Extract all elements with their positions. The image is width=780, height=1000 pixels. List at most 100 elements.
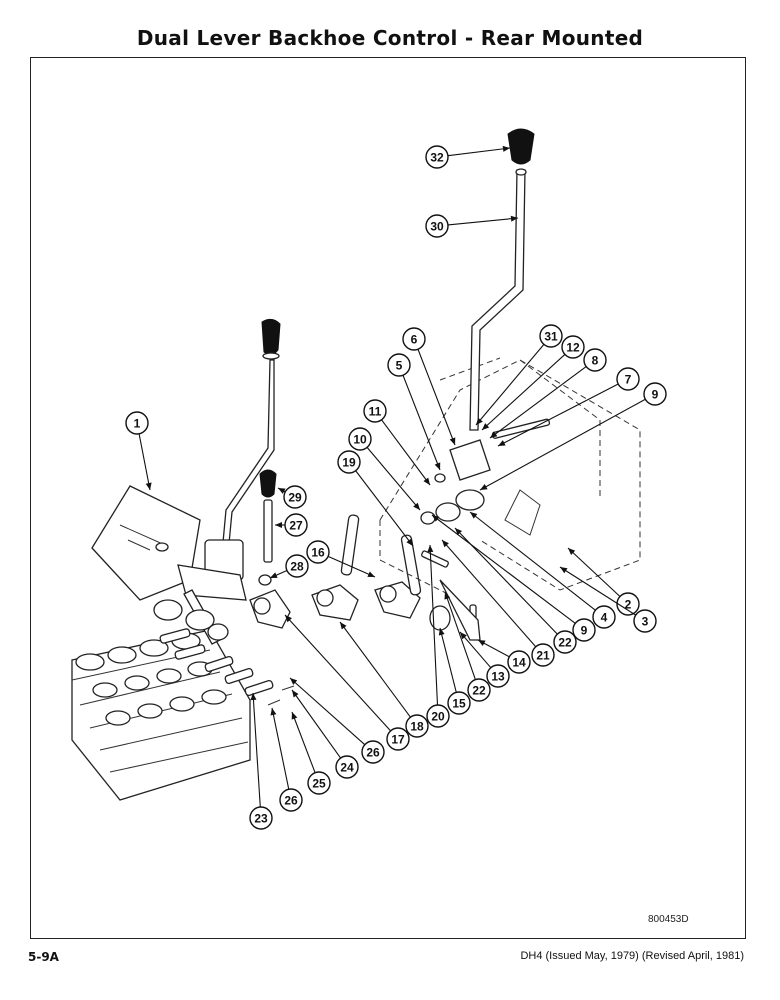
callout-26: 26 (279, 788, 303, 812)
callout-arrowhead (502, 145, 510, 152)
callout-arrowhead (427, 545, 434, 553)
callout-29: 29 (283, 485, 307, 509)
callout-circle (467, 678, 491, 702)
callout-leader (459, 631, 492, 669)
callout-arrowhead (270, 708, 277, 716)
callout-leader (447, 147, 511, 157)
callout-leader (441, 539, 537, 648)
callout-leader (444, 591, 476, 680)
callout-label: 8 (592, 354, 599, 368)
callout-11: 11 (363, 399, 387, 423)
small-links (204, 655, 295, 706)
callout-circle (285, 554, 309, 578)
callout-label: 10 (353, 433, 367, 447)
callout-17: 17 (386, 727, 410, 751)
callout-30: 30 (425, 214, 449, 238)
callout-circle (553, 630, 577, 654)
callout-leader (291, 689, 342, 759)
callout-layer: 1234567899101112131415161718192021222223… (125, 145, 667, 830)
callout-label: 11 (369, 405, 382, 419)
callout-arrowhead (498, 440, 506, 446)
page-title: Dual Lever Backhoe Control - Rear Mounte… (136, 26, 644, 50)
callout-arrowhead (423, 477, 430, 485)
callout-label: 6 (411, 333, 418, 347)
callout-leader (284, 614, 391, 732)
callout-label: 12 (566, 341, 580, 355)
callout-leader (567, 547, 621, 597)
callout-28: 28 (285, 554, 309, 578)
callout-circle (592, 605, 616, 629)
callout-leader (481, 354, 566, 431)
callout-leader (289, 677, 366, 746)
callout-label: 7 (625, 373, 632, 387)
valve-bank (71, 629, 251, 801)
callout-arrowhead (434, 462, 441, 470)
callout-leader (138, 433, 151, 491)
callout-10: 10 (348, 427, 372, 451)
callout-label: 19 (342, 456, 356, 470)
callout-arrowhead (270, 572, 278, 578)
callout-circle (531, 643, 555, 667)
callout-label: 32 (430, 151, 444, 165)
callout-32: 32 (425, 145, 449, 169)
callout-arrowhead (560, 567, 568, 574)
callout-leader (489, 366, 587, 439)
callout-arrowhead (490, 431, 498, 438)
callout-leader (355, 470, 414, 547)
callout-14: 14 (507, 650, 531, 674)
callout-circle (307, 771, 331, 795)
callout-arrowhead (413, 502, 420, 510)
callout-9: 9 (643, 382, 667, 406)
callout-arrowhead (367, 571, 375, 577)
callout-27: 27 (284, 513, 308, 537)
callout-7: 7 (616, 367, 640, 391)
callout-leader (339, 621, 411, 718)
callout-circle (284, 513, 308, 537)
callout-22: 22 (553, 630, 577, 654)
callout-circle (616, 367, 640, 391)
callout-6: 6 (402, 327, 426, 351)
callout-circle (405, 714, 429, 738)
callout-label: 26 (284, 794, 298, 808)
callout-8: 8 (583, 348, 607, 372)
callout-arrowhead (476, 417, 483, 425)
callout-circle (335, 755, 359, 779)
callout-arrowhead (290, 678, 298, 685)
callout-circle (425, 214, 449, 238)
callout-arrowhead (568, 548, 576, 555)
callout-leader (475, 344, 545, 426)
callout-20: 20 (426, 704, 450, 728)
callout-circle (348, 427, 372, 451)
callout-24: 24 (335, 755, 359, 779)
callout-leader (454, 527, 558, 635)
callout-label: 1 (134, 417, 141, 431)
callout-2: 2 (616, 592, 640, 616)
callout-circle (283, 485, 307, 509)
callout-arrowhead (455, 528, 463, 536)
callout-arrowhead (145, 482, 152, 490)
diagram-frame (30, 57, 746, 939)
callout-leader (469, 511, 596, 611)
pivot-levers (249, 581, 421, 629)
callout-arrowhead (292, 690, 299, 698)
rear-housing (379, 357, 641, 601)
callout-circle (249, 806, 273, 830)
mounting-bracket (91, 485, 201, 601)
right-control-head (420, 418, 551, 641)
callout-arrowhead (480, 484, 488, 490)
page-number: 5-9A (28, 950, 59, 964)
callout-circle (306, 540, 330, 564)
callout-19: 19 (337, 450, 361, 474)
callout-leader (559, 566, 637, 616)
callout-31: 31 (539, 324, 563, 348)
callout-circle (633, 609, 657, 633)
callout-13: 13 (486, 664, 510, 688)
callout-label: 24 (340, 761, 354, 775)
callout-arrowhead (340, 622, 347, 630)
callout-label: 13 (491, 670, 505, 684)
callout-label: 22 (472, 684, 486, 698)
callout-leader (439, 627, 457, 693)
callout-arrowhead (444, 592, 451, 600)
callout-leader (402, 375, 441, 471)
